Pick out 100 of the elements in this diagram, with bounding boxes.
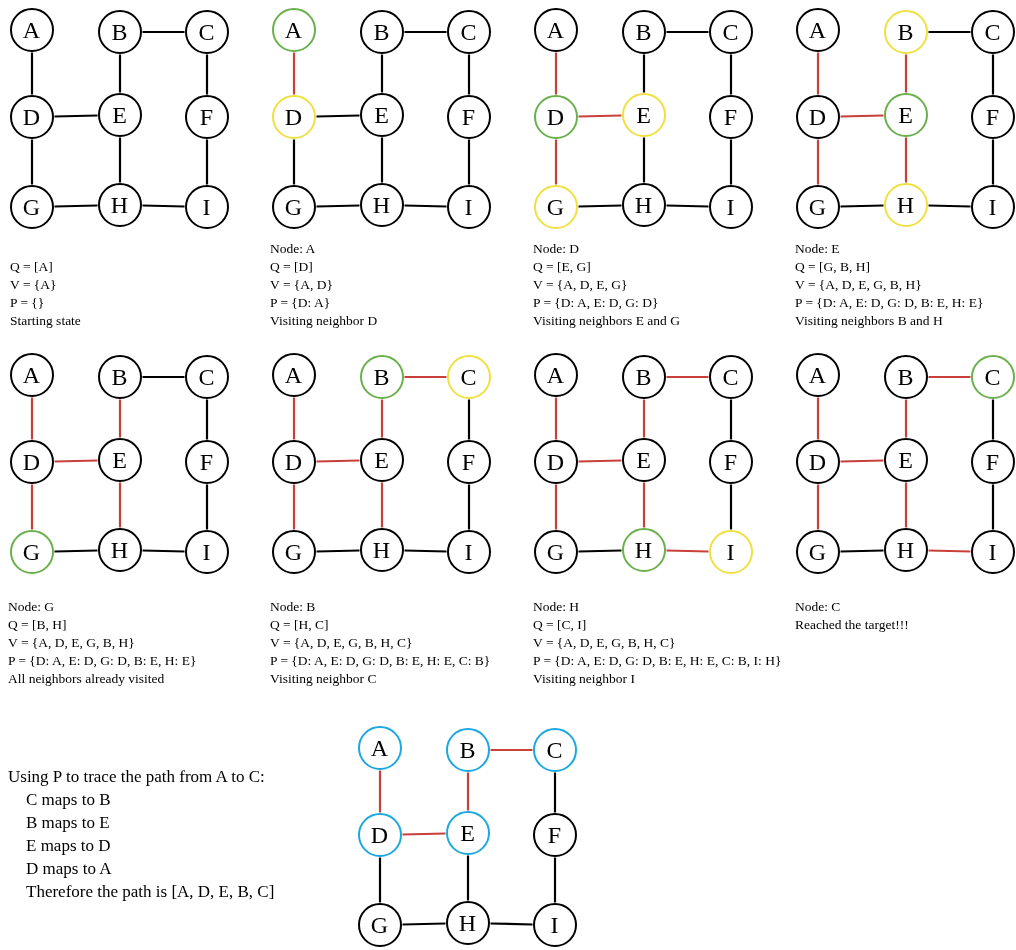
node-circle: D: [533, 439, 578, 484]
state-text: V = {A, D, E, G, B, H}: [795, 276, 922, 294]
explanation-text: Using P to trace the path from A to C:: [8, 766, 265, 788]
edge-line: [380, 54, 384, 93]
state-text: P = {D: A, E: D, G: D, B: E, H: E, C: B}: [270, 652, 491, 670]
node-circle: D: [795, 439, 840, 484]
explanation-text: B maps to E: [26, 812, 110, 834]
edge-line: [840, 549, 884, 553]
edge-line: [30, 397, 34, 440]
node-circle: E: [359, 437, 404, 482]
node-circle: F: [970, 439, 1015, 484]
state-text: V = {A, D, E, G, B, H, C}: [270, 634, 413, 652]
state-text: Q = [H, C]: [270, 616, 329, 634]
edge-line: [991, 484, 995, 530]
node-circle: D: [271, 439, 316, 484]
edge-line: [467, 54, 471, 95]
edge-line: [380, 137, 384, 183]
edge-line: [840, 204, 884, 208]
node-circle: F: [708, 94, 753, 139]
edge-line: [316, 114, 360, 118]
edge-line: [205, 54, 209, 95]
edge-line: [402, 922, 446, 926]
node-circle: I: [446, 184, 491, 229]
edge-line: [118, 482, 122, 528]
node-circle: C: [708, 9, 753, 54]
edge-line: [118, 399, 122, 438]
edge-line: [380, 399, 384, 438]
edge-line: [729, 399, 733, 440]
edge-line: [554, 484, 558, 530]
state-text: Node: B: [270, 598, 316, 616]
node-circle: E: [359, 92, 404, 137]
state-text: Q = [A]: [10, 258, 53, 276]
node-circle: A: [271, 352, 316, 397]
state-text: Q = [G, B, H]: [795, 258, 871, 276]
edge-line: [142, 204, 185, 208]
edge-line: [642, 482, 646, 528]
edge-line: [904, 137, 908, 183]
state-text: P = {D: A, E: D, G: D}: [533, 294, 659, 312]
edge-line: [378, 770, 382, 813]
node-circle: I: [970, 529, 1015, 574]
edge-line: [466, 772, 470, 811]
node-circle: H: [883, 527, 928, 572]
edge-line: [578, 549, 622, 553]
node-circle: F: [446, 439, 491, 484]
explanation-text: C maps to B: [26, 789, 111, 811]
node-circle: G: [9, 184, 54, 229]
edge-line: [118, 137, 122, 183]
node-circle: A: [357, 725, 402, 770]
node-circle: A: [9, 352, 54, 397]
state-text: Visiting neighbors B and H: [795, 312, 943, 330]
node-circle: I: [708, 184, 753, 229]
node-circle: B: [883, 9, 928, 54]
edge-line: [642, 399, 646, 438]
edge-line: [642, 54, 646, 93]
edge-line: [292, 52, 296, 95]
node-circle: F: [708, 439, 753, 484]
state-text: V = {A, D, E, G}: [533, 276, 628, 294]
node-circle: B: [359, 354, 404, 399]
node-circle: F: [446, 94, 491, 139]
node-circle: G: [533, 184, 578, 229]
node-circle: G: [9, 529, 54, 574]
node-circle: D: [9, 439, 54, 484]
state-text: Reached the target!!!: [795, 616, 909, 634]
node-circle: C: [446, 9, 491, 54]
state-text: Node: G: [8, 598, 55, 616]
edge-line: [316, 204, 360, 208]
state-text: V = {A, D, E, G, B, H}: [8, 634, 135, 652]
node-circle: C: [532, 727, 577, 772]
state-text: P = {D: A, E: D, G: D, B: E, H: E}: [795, 294, 984, 312]
edge-line: [490, 922, 533, 926]
state-text: P = {D: A}: [270, 294, 331, 312]
edge-line: [380, 482, 384, 528]
edge-line: [466, 855, 470, 901]
edge-line: [666, 30, 709, 34]
state-text: Q = [E, G]: [533, 258, 591, 276]
node-circle: H: [445, 900, 490, 945]
state-text: P = {D: A, E: D, G: D, B: E, H: E, C: B, I: H}: [533, 652, 782, 670]
edge-line: [490, 748, 533, 752]
edge-line: [928, 549, 971, 553]
edge-line: [816, 52, 820, 95]
node-circle: I: [708, 529, 753, 574]
node-circle: I: [184, 529, 229, 574]
node-circle: G: [357, 902, 402, 947]
edge-line: [991, 139, 995, 185]
node-circle: F: [532, 812, 577, 857]
edge-line: [578, 114, 622, 118]
node-circle: H: [621, 182, 666, 227]
state-text: Q = [C, I]: [533, 616, 587, 634]
edge-line: [118, 54, 122, 93]
explanation-text: E maps to D: [26, 835, 111, 857]
node-circle: C: [446, 354, 491, 399]
node-circle: G: [795, 184, 840, 229]
edge-line: [54, 459, 98, 463]
node-circle: A: [533, 7, 578, 52]
edge-line: [554, 139, 558, 185]
edge-line: [553, 772, 557, 813]
node-circle: E: [97, 92, 142, 137]
edge-line: [666, 549, 709, 553]
node-circle: B: [621, 354, 666, 399]
node-circle: B: [359, 9, 404, 54]
